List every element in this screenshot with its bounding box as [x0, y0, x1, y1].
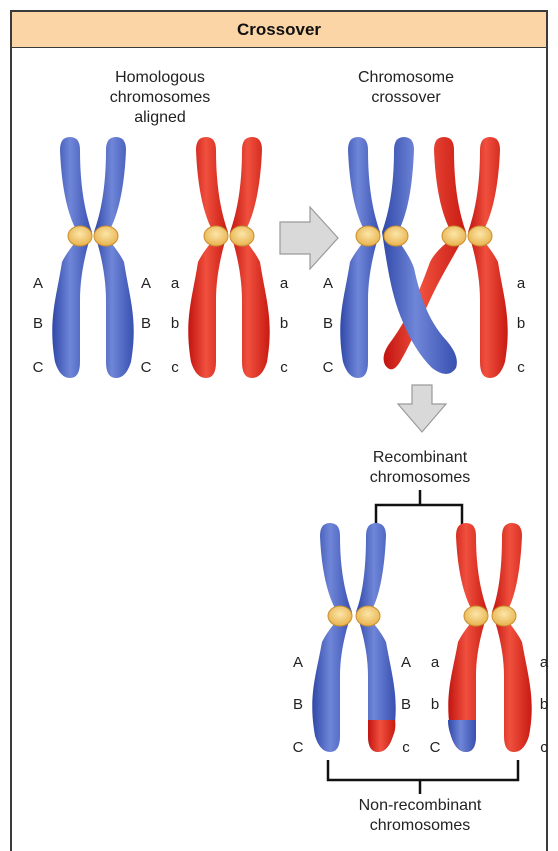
- svg-text:chromosomes: chromosomes: [370, 817, 470, 834]
- caption-aligned: Homologous chromosomes aligned: [110, 69, 210, 126]
- svg-text:C: C: [323, 359, 334, 376]
- svg-text:a: a: [280, 275, 289, 292]
- centromere: [384, 226, 408, 246]
- svg-text:B: B: [401, 696, 411, 713]
- svg-text:crossover: crossover: [371, 89, 441, 106]
- centromere: [442, 226, 466, 246]
- caption-recombinant: Recombinant chromosomes: [370, 449, 470, 486]
- svg-text:c: c: [517, 359, 525, 376]
- svg-text:A: A: [401, 654, 411, 671]
- svg-text:c: c: [280, 359, 288, 376]
- centromere: [492, 606, 516, 626]
- svg-text:Homologous: Homologous: [115, 69, 205, 86]
- centromere: [68, 226, 92, 246]
- svg-text:C: C: [33, 359, 44, 376]
- nonrecombinant-bracket: [328, 760, 518, 780]
- centromere: [468, 226, 492, 246]
- centromere: [204, 226, 228, 246]
- svg-text:b: b: [280, 315, 288, 332]
- svg-text:Recombinant: Recombinant: [373, 449, 468, 466]
- svg-text:Chromosome: Chromosome: [358, 69, 454, 86]
- svg-text:c: c: [402, 739, 410, 756]
- svg-text:b: b: [171, 315, 179, 332]
- blue-chromosome-nonrecombinant: [312, 523, 352, 752]
- svg-text:A: A: [141, 275, 151, 292]
- red-chromosome-nonrecombinant: [492, 523, 532, 752]
- svg-text:a: a: [517, 275, 526, 292]
- svg-text:chromosomes: chromosomes: [370, 469, 470, 486]
- centromere: [356, 226, 380, 246]
- svg-text:a: a: [171, 275, 180, 292]
- svg-text:Non-recombinant: Non-recombinant: [359, 797, 482, 814]
- blue-chromosome-aligned: [46, 137, 134, 378]
- svg-text:C: C: [430, 739, 441, 756]
- centromere: [328, 606, 352, 626]
- svg-text:chromosomes: chromosomes: [110, 89, 210, 106]
- svg-text:b: b: [540, 696, 548, 713]
- centromere: [356, 606, 380, 626]
- red-chromosome-aligned: [188, 137, 269, 378]
- svg-text:aligned: aligned: [134, 109, 186, 126]
- caption-nonrecombinant: Non-recombinant chromosomes: [359, 797, 482, 834]
- recombinant-bracket: [376, 505, 462, 527]
- svg-text:C: C: [141, 359, 152, 376]
- svg-text:a: a: [431, 654, 440, 671]
- svg-text:B: B: [141, 315, 151, 332]
- svg-text:C: C: [293, 739, 304, 756]
- svg-text:c: c: [171, 359, 179, 376]
- caption-crossover: Chromosome crossover: [358, 69, 454, 106]
- red-chromosome-recombinant: [448, 523, 488, 752]
- svg-text:B: B: [293, 696, 303, 713]
- svg-text:A: A: [323, 275, 333, 292]
- blue-chromosome-recombinant: [356, 523, 396, 752]
- svg-text:A: A: [293, 654, 303, 671]
- svg-text:c: c: [540, 739, 548, 756]
- centromere: [94, 226, 118, 246]
- svg-text:A: A: [33, 275, 43, 292]
- svg-text:B: B: [33, 315, 43, 332]
- svg-text:b: b: [517, 315, 525, 332]
- svg-text:a: a: [540, 654, 549, 671]
- centromere: [464, 606, 488, 626]
- svg-text:B: B: [323, 315, 333, 332]
- right-arrow-icon: [280, 207, 338, 269]
- svg-text:b: b: [431, 696, 439, 713]
- centromere: [230, 226, 254, 246]
- down-arrow-icon: [398, 385, 446, 432]
